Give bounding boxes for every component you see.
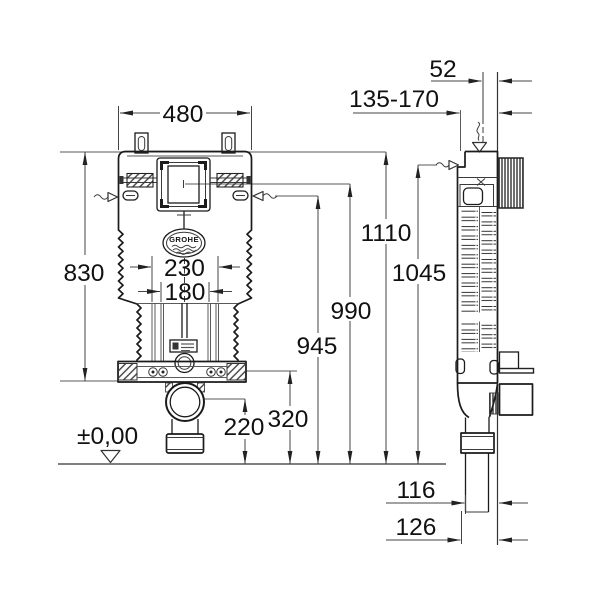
frame-arrow — [435, 159, 460, 171]
side-frame — [455, 150, 500, 384]
brand-logo-text: GROHE — [169, 235, 199, 244]
water-supply-arrow-left — [93, 191, 119, 203]
dim-116: 116 — [396, 477, 435, 504]
water-supply-arrow-right — [252, 190, 278, 202]
side-view — [435, 72, 535, 545]
floor-level: ±0,00 — [77, 423, 138, 464]
dim-480: 480 — [163, 101, 204, 128]
dim-945: 945 — [297, 333, 338, 360]
dim-1110: 1110 — [361, 220, 412, 247]
dim-990: 990 — [331, 298, 372, 325]
dim-230: 230 — [164, 255, 205, 282]
dim-830: 830 — [64, 260, 105, 287]
dim-220: 220 — [224, 414, 265, 441]
frame-body — [117, 150, 253, 362]
dim-320: 320 — [268, 406, 309, 433]
rear-bracket — [498, 351, 535, 374]
pipe-rails — [151, 258, 219, 361]
dim-1045: 1045 — [392, 260, 447, 287]
wall-hatch-block — [498, 157, 524, 209]
hanger-tabs — [134, 132, 236, 154]
dim-52: 52 — [429, 56, 456, 83]
dim-126: 126 — [396, 514, 437, 541]
slider-rods — [119, 172, 251, 201]
floor-level-label: ±0,00 — [77, 423, 138, 450]
drain-outlet — [165, 382, 205, 454]
dimensions: 480 830 230 180 220 320 — [62, 56, 532, 544]
pipe-break-symbol — [471, 121, 488, 153]
mounting-bracket — [117, 352, 247, 383]
front-view: GROHE — [93, 132, 278, 454]
brand-logo: GROHE — [162, 211, 206, 258]
outlet-elbow — [456, 382, 534, 513]
dim-180: 180 — [165, 279, 206, 306]
rating-label — [169, 339, 198, 353]
dim-135-170: 135-170 — [349, 86, 439, 113]
